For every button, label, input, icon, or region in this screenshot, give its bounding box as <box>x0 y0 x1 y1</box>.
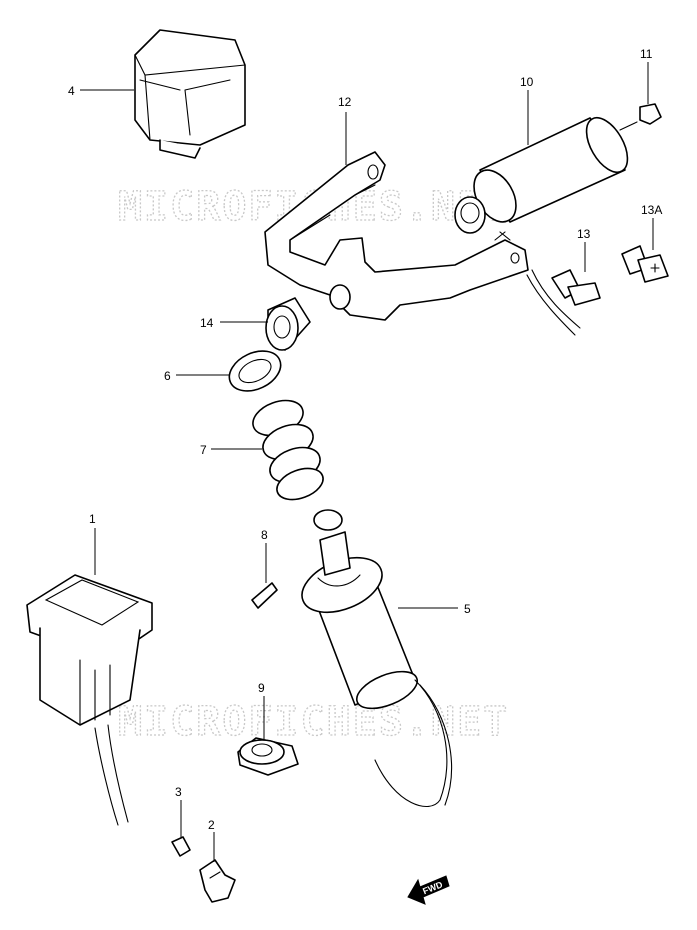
part-13a-bolt[interactable] <box>621 245 669 283</box>
callout-11: 11 <box>640 47 653 61</box>
part-9-grommet[interactable] <box>237 737 299 776</box>
callout-12: 12 <box>338 95 352 109</box>
solenoid-wire <box>374 679 448 808</box>
fwd-label: FWD <box>421 879 444 896</box>
callout-13: 13 <box>577 227 591 241</box>
part-1-switch[interactable] <box>26 574 153 726</box>
callout-9: 9 <box>258 681 265 695</box>
callout-5: 5 <box>464 602 471 616</box>
callout-3: 3 <box>175 785 182 799</box>
part-4-relay[interactable] <box>134 29 246 159</box>
watermark-bottom: MICROFICHES.NET <box>118 699 509 745</box>
part-3-screw[interactable] <box>171 836 191 857</box>
callout-14: 14 <box>200 316 214 330</box>
part-10-pump[interactable] <box>454 111 638 241</box>
callout-2: 2 <box>208 818 215 832</box>
part-8-pin[interactable] <box>251 582 278 609</box>
switch-wire <box>94 727 119 826</box>
part-12-bracket[interactable] <box>264 151 529 321</box>
callout-13a: 13A <box>641 203 662 217</box>
part-5-solenoid[interactable] <box>294 509 422 716</box>
callouts: 4 12 10 11 13 13A 14 6 7 1 8 5 9 3 2 <box>68 47 662 862</box>
callout-10: 10 <box>520 75 534 89</box>
callout-1: 1 <box>89 512 96 526</box>
pump-wire <box>526 274 576 336</box>
callout-7: 7 <box>200 443 207 457</box>
callout-4: 4 <box>68 84 75 98</box>
part-7-spring[interactable] <box>248 394 327 505</box>
callout-6: 6 <box>164 369 171 383</box>
fwd-arrow-icon: FWD <box>407 875 450 905</box>
part-13-bolt[interactable] <box>551 269 601 306</box>
part-14-grommet[interactable] <box>265 297 311 351</box>
part-11-cap[interactable] <box>639 103 662 125</box>
part-2-clamp[interactable] <box>199 859 236 903</box>
part-6-washer[interactable] <box>223 343 287 398</box>
callout-8: 8 <box>261 528 268 542</box>
